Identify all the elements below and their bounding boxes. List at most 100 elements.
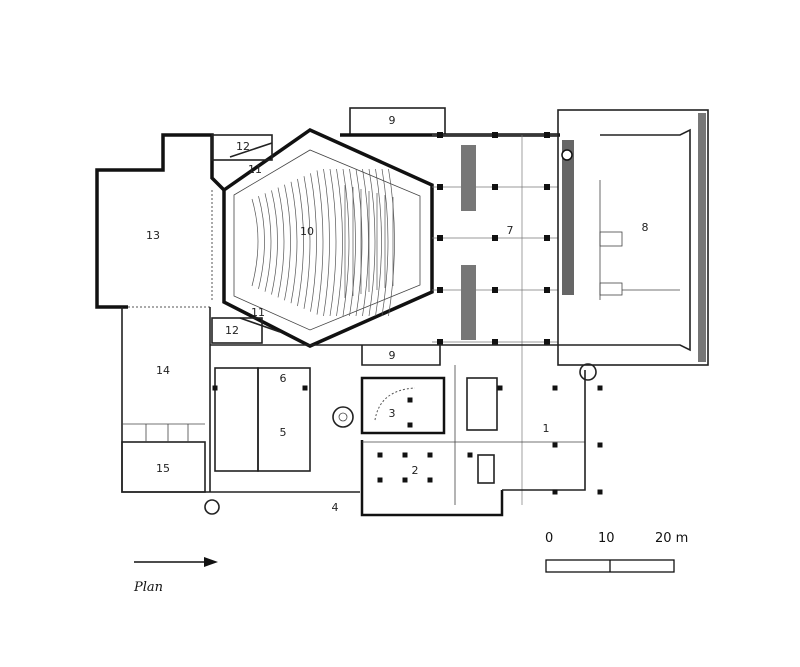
seat-row xyxy=(375,168,382,317)
label-room-6: 6 xyxy=(280,372,287,385)
seat-row xyxy=(310,173,317,312)
seat-row xyxy=(388,168,395,317)
column xyxy=(302,385,308,391)
seat-row xyxy=(316,170,324,315)
scale-label-0: 0 xyxy=(545,531,553,546)
spiral-stair-inner xyxy=(338,412,348,422)
column xyxy=(377,477,383,483)
seat-row xyxy=(258,196,265,289)
kiosk xyxy=(477,454,495,484)
auditorium-inner-wall xyxy=(233,149,421,331)
seat-row xyxy=(303,176,311,309)
stair-block xyxy=(466,377,498,431)
seat-row xyxy=(297,178,304,307)
label-room-13: 13 xyxy=(146,229,160,242)
lower-foyer-columns xyxy=(212,385,603,495)
label-room-3: 3 xyxy=(389,407,396,420)
column xyxy=(427,452,433,458)
column xyxy=(437,287,443,293)
column xyxy=(437,184,443,190)
seat-row xyxy=(329,168,337,317)
column xyxy=(407,397,413,403)
stage-lift xyxy=(599,282,623,296)
seating-rows xyxy=(251,168,395,317)
seat-row xyxy=(251,198,259,287)
arrow-right-icon xyxy=(134,557,218,567)
stage-lift xyxy=(599,231,623,247)
column xyxy=(597,489,603,495)
staircase-hatch xyxy=(461,145,476,211)
column xyxy=(552,385,558,391)
room-3-box xyxy=(360,376,446,435)
foyer-7-grid xyxy=(432,132,558,505)
column xyxy=(597,442,603,448)
label-room-9-bottom: 9 xyxy=(389,349,396,362)
column xyxy=(212,385,218,391)
column xyxy=(437,339,443,345)
label-room-1: 1 xyxy=(543,422,550,435)
room-9-top xyxy=(349,107,446,136)
seat-row xyxy=(355,168,363,317)
label-room-12-bottom: 12 xyxy=(225,324,239,337)
label-room-9-top: 9 xyxy=(389,114,396,127)
east-wall xyxy=(502,370,586,491)
column xyxy=(402,477,408,483)
room-11-wall xyxy=(239,317,281,333)
seat-row xyxy=(323,168,330,317)
column xyxy=(492,235,498,241)
label-room-12-top: 12 xyxy=(236,140,250,153)
wing-box xyxy=(214,367,259,472)
room-3-curve xyxy=(374,387,416,421)
stage-staircase xyxy=(562,140,574,295)
column xyxy=(552,489,558,495)
column xyxy=(437,235,443,241)
label-room-11-top: 11 xyxy=(248,163,262,176)
label-room-10: 10 xyxy=(300,225,314,238)
column-round xyxy=(561,149,573,161)
plan-caption: Plan xyxy=(133,580,163,595)
stage-8-inner xyxy=(600,128,691,352)
column xyxy=(437,132,443,138)
room-2-wall xyxy=(360,440,504,517)
column xyxy=(544,184,550,190)
stage-8-outer xyxy=(557,109,709,366)
seat-row xyxy=(277,187,285,298)
seat-row xyxy=(381,168,389,317)
label-room-15: 15 xyxy=(156,462,170,475)
label-room-11-bottom: 11 xyxy=(251,306,265,319)
scale-label-20: 20 m xyxy=(655,531,688,546)
stage-8-wall xyxy=(698,113,706,362)
spiral-stair xyxy=(332,406,354,428)
column xyxy=(427,477,433,483)
column xyxy=(544,235,550,241)
label-room-8: 8 xyxy=(642,221,649,234)
auditorium-outer-wall xyxy=(222,127,434,348)
room-12-bottom xyxy=(211,317,263,344)
seat-row xyxy=(271,190,278,295)
seat-row xyxy=(368,168,376,317)
column xyxy=(407,422,413,428)
room-15-box xyxy=(121,441,206,493)
stair-spiral xyxy=(204,499,220,515)
seat-row xyxy=(349,168,356,317)
column xyxy=(467,452,473,458)
column xyxy=(552,442,558,448)
seat-row xyxy=(362,168,369,317)
seat-row xyxy=(284,184,291,301)
column xyxy=(492,287,498,293)
label-room-2: 2 xyxy=(412,464,419,477)
spiral-stair-east xyxy=(579,363,597,381)
column xyxy=(377,452,383,458)
seat-row xyxy=(264,193,272,292)
column xyxy=(402,452,408,458)
scale-label-10: 10 xyxy=(598,531,615,546)
column xyxy=(544,339,550,345)
seat-row xyxy=(336,168,343,317)
room-12-top xyxy=(211,134,273,161)
staircase-hatch xyxy=(461,265,476,340)
column xyxy=(492,132,498,138)
column xyxy=(544,287,550,293)
seat-row xyxy=(342,168,350,317)
